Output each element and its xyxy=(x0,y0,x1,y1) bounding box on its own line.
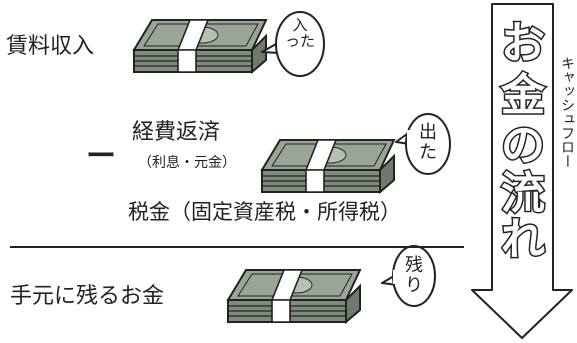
expenses-label: 経費返済 xyxy=(132,120,221,145)
flow-title-char: の xyxy=(501,120,545,171)
bubble-expenses-line: た xyxy=(419,142,437,163)
minus-sign: ー xyxy=(86,139,116,174)
tax-label: 税金（固定資産税・所得税） xyxy=(128,200,401,224)
flow-title-char: れ xyxy=(501,214,545,265)
speech-bubble-remaining xyxy=(381,245,436,307)
bubble-income-text: 入 った xyxy=(282,17,318,49)
bubble-income-line: った xyxy=(284,32,315,50)
flow-title-char: 流 xyxy=(501,168,545,219)
flow-arrow xyxy=(471,3,573,339)
bubble-remaining-text: 残 り xyxy=(398,256,430,296)
flow-title: お 金 の 流 れ xyxy=(499,17,548,267)
bubble-expenses-line: 出 xyxy=(419,122,437,143)
bubble-income-line: 入 xyxy=(292,16,308,34)
bubble-expenses-text: 出 た xyxy=(412,123,444,163)
money-stack-expenses-icon xyxy=(261,139,395,193)
money-stack-income-icon xyxy=(133,19,267,73)
expenses-sub-label: （利息・元金） xyxy=(138,155,236,171)
income-label: 賃料収入 xyxy=(6,34,95,59)
flow-title-char: 金 xyxy=(500,70,546,121)
speech-bubble-expenses xyxy=(395,113,451,175)
bubble-remaining-line: り xyxy=(405,275,423,296)
cashflow-caption: キャッシュフロー xyxy=(559,56,575,168)
remaining-label: 手元に残るお金 xyxy=(10,284,165,309)
bubble-remaining-line: 残 xyxy=(405,255,423,276)
flow-title-char: お xyxy=(501,18,545,69)
speech-bubble-income xyxy=(261,11,325,77)
money-stack-remaining-icon xyxy=(227,269,361,323)
